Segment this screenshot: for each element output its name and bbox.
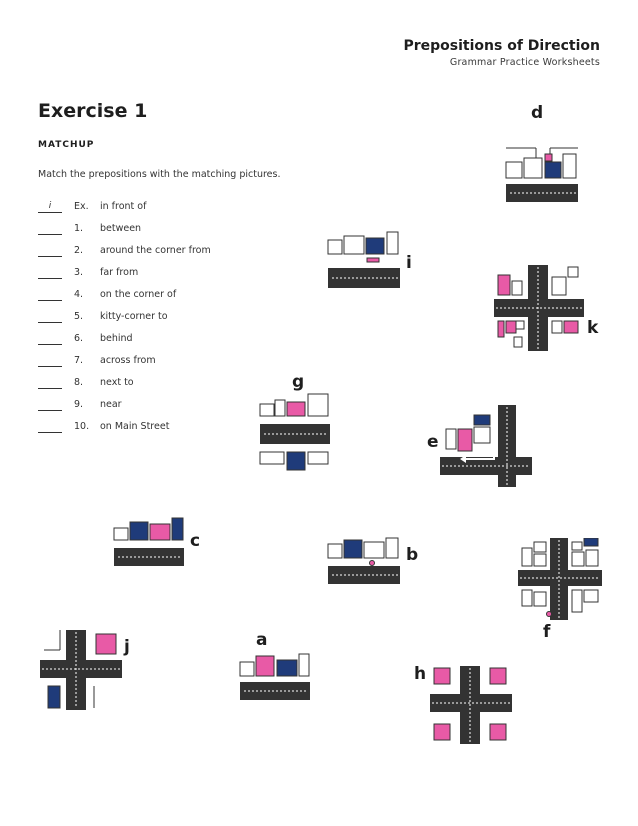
picture-label-c: c [190,531,201,551]
answer-blank[interactable] [38,377,62,389]
picture-label-e: e [427,432,439,452]
picture-k [494,265,584,351]
picture-label-f: f [543,622,551,642]
exercise-title: Exercise 1 [38,100,148,122]
answer-blank[interactable] [38,267,62,279]
item-number: Ex. [74,201,89,212]
list-item: 5. kitty-corner to [38,311,278,333]
item-number: 10. [74,421,90,432]
picture-e [440,405,532,487]
picture-label-g: g [292,372,305,392]
picture-f [518,538,602,620]
answer-blank[interactable] [38,311,62,323]
answer-blank[interactable] [38,223,62,235]
picture-i [327,231,400,288]
preposition-text: kitty-corner to [100,311,168,322]
preposition-text: on Main Street [100,421,170,432]
list-item: 9. near [38,399,278,421]
picture-label-b: b [406,545,419,565]
preposition-text: next to [100,377,134,388]
list-item: 2. around the corner from [38,245,278,267]
picture-j [40,630,122,710]
preposition-text: on the corner of [100,289,177,300]
picture-h [430,666,512,744]
preposition-text: between [100,223,142,234]
worksheet-series-title: Prepositions of Direction [403,38,601,54]
section-label: MATCHUP [38,140,95,150]
item-number: 2. [74,245,84,256]
item-number: 1. [74,223,84,234]
preposition-list: i Ex. in front of 1. between 2. around the c… [38,201,278,443]
answer-blank[interactable] [38,245,62,257]
item-number: 8. [74,377,84,388]
picture-label-k: k [587,318,599,338]
list-item: i Ex. in front of [38,201,278,223]
answer-blank[interactable] [38,399,62,411]
picture-b [327,537,400,584]
item-number: 5. [74,311,84,322]
item-number: 9. [74,399,84,410]
worksheet-series-subtitle: Grammar Practice Worksheets [449,57,600,68]
item-number: 7. [74,355,84,366]
preposition-text: around the corner from [100,245,211,256]
list-item: 7. across from [38,355,278,377]
answer-blank[interactable] [38,355,62,367]
preposition-text: across from [100,355,156,366]
list-item: 8. next to [38,377,278,399]
list-item: 10. on Main Street [38,421,278,443]
answer-blank[interactable] [38,333,62,345]
item-number: 4. [74,289,84,300]
picture-d [505,147,578,202]
list-item: 6. behind [38,333,278,355]
picture-c [113,517,184,566]
answer-blank[interactable] [38,421,62,433]
picture-label-j: j [124,637,130,657]
picture-label-h: h [414,664,427,684]
list-item: 1. between [38,223,278,245]
picture-label-i: i [406,253,412,273]
preposition-text: behind [100,333,133,344]
preposition-text: far from [100,267,139,278]
item-number: 3. [74,267,84,278]
answer-blank[interactable]: i [38,201,62,213]
list-item: 3. far from [38,267,278,289]
picture-label-d: d [531,103,544,123]
preposition-text: in front of [100,201,147,212]
item-number: 6. [74,333,84,344]
picture-a [239,653,310,700]
picture-g [259,393,330,471]
answer-blank[interactable] [38,289,62,301]
list-item: 4. on the corner of [38,289,278,311]
preposition-text: near [100,399,122,410]
picture-label-a: a [256,630,268,650]
instructions: Match the prepositions with the matching… [38,169,281,180]
